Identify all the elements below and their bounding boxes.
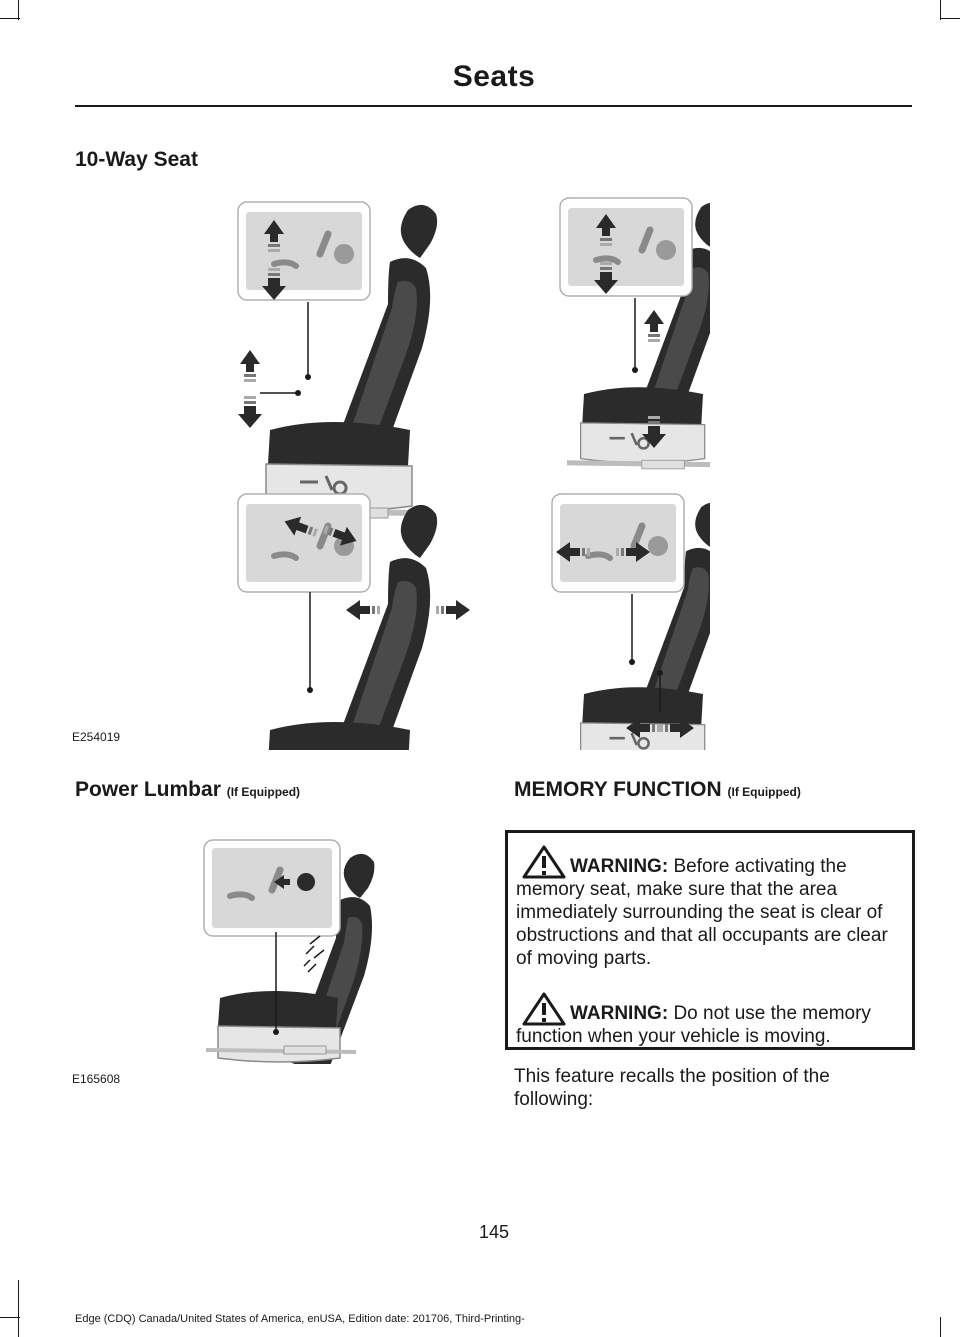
control-panel-tr [560,198,692,296]
crop-mark-top-right-h [940,18,960,19]
section-title-text: 10-Way Seat [75,148,198,171]
arrow-up-icon [644,310,664,342]
crop-mark-top-left-h [0,18,20,19]
warning-text: Before activating the memory seat, make … [516,856,888,969]
arrow-left-icon [274,875,290,889]
control-panel-tl [238,202,370,300]
warning-item: WARNING: Before activating the memory se… [516,845,904,970]
figure-ten-way-seat [230,190,728,820]
header-rule [75,105,912,107]
body-paragraph: This feature recalls the position of the… [514,1066,830,1110]
figure-power-lumbar [200,834,390,1068]
warning-label: WARNING: [570,1003,669,1024]
page-number: 145 [478,1222,510,1242]
ten-way-seat-illustration [230,190,728,820]
control-panel-br [552,494,684,592]
crop-mark-top-right-v [940,0,941,20]
warning-box: WARNING: Before activating the memory se… [505,830,915,1050]
section-title-power-lumbar: Power Lumbar (If Equipped) [75,778,300,802]
crop-mark-bottom-left-v [18,1280,19,1337]
page-footer: Edge (CDQ) Canada/United States of Ameri… [75,1313,525,1325]
figure-id-ten-way: E254019 [72,730,121,744]
section-title-memory-function: MEMORY FUNCTION (If Equipped) [514,778,801,802]
arrow-down-icon [238,396,262,428]
crop-mark-top-left-v [18,0,19,20]
warning-item: WARNING: Do not use the memory function … [516,992,904,1048]
arrow-left-icon [346,600,380,620]
warning-text: Do not use the memory function when your… [516,1003,871,1047]
section-title-text: MEMORY FUNCTION [514,778,722,801]
section-title-ten-way-seat: 10-Way Seat [75,148,198,172]
arrow-right-icon [436,600,470,620]
control-panel-bl [238,494,370,592]
section-title-text: Power Lumbar [75,778,221,801]
arrow-up-icon [240,350,260,382]
warning-triangle-icon [522,845,566,879]
warning-triangle-icon [522,992,566,1026]
crop-mark-bottom-right-v [940,1317,941,1337]
power-lumbar-illustration [203,839,375,1068]
figure-id-lumbar: E165608 [72,1072,121,1086]
crop-mark-bottom-left-h [0,1317,20,1318]
section-qualifier: (If Equipped) [226,785,301,799]
page-header-title: Seats [452,60,536,93]
arrow-right-icon [350,872,366,886]
section-qualifier: (If Equipped) [727,785,801,799]
warning-label: WARNING: [570,856,669,877]
